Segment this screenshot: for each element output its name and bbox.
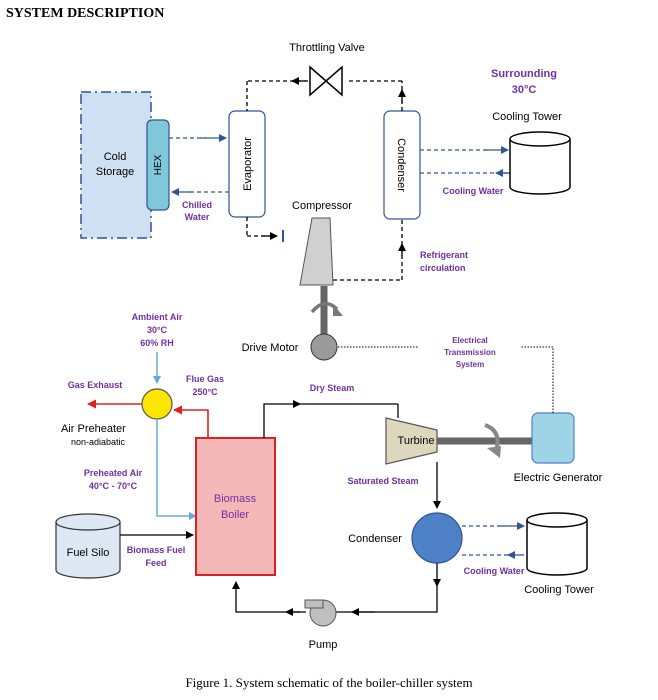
- biomass-fuel-label: Biomass Fuel: [127, 545, 186, 555]
- figure-caption: Figure 1. System schematic of the boiler…: [185, 675, 472, 690]
- drive-motor-label: Drive Motor: [242, 342, 299, 354]
- dry-steam-label: Dry Steam: [310, 383, 355, 393]
- chiller-cooling-water-loop: [420, 149, 515, 174]
- condensate-return-line: [336, 586, 438, 613]
- hex-unit: [146, 119, 170, 211]
- throttling-valve-icon: [309, 65, 343, 97]
- hex-label: HEX: [153, 154, 164, 175]
- saturated-steam-label: Saturated Steam: [347, 476, 418, 486]
- turbine-label: Turbine: [398, 435, 435, 447]
- refrigerant-label: Refrigerant: [420, 250, 468, 260]
- drive-motor-icon: [310, 333, 338, 361]
- biomass-fuel-feed-label: Feed: [145, 558, 166, 568]
- chiller-cooling-water-label: Cooling Water: [443, 186, 504, 196]
- chiller-condenser-label: Condenser: [395, 138, 407, 192]
- compressor-label: Compressor: [292, 200, 352, 212]
- boiler-cooling-water-label: Cooling Water: [464, 566, 525, 576]
- chilled-water-label: Chilled: [182, 200, 212, 210]
- ambient-air-temp-label: 30°C: [147, 325, 168, 335]
- flue-gas-line: [173, 405, 209, 438]
- biomass-boiler-unit: [195, 437, 276, 576]
- electrical-system-label: System: [456, 360, 484, 369]
- evaporator-label: Evaporator: [242, 137, 254, 191]
- flue-gas-temp-label: 250°C: [192, 387, 218, 397]
- electrical-transmission-label: Transmission: [444, 348, 496, 357]
- biomass-boiler-label-2: Boiler: [221, 509, 249, 521]
- preheated-air-label: Preheated Air: [84, 468, 143, 478]
- surrounding-label: Surrounding: [491, 68, 557, 80]
- pump-icon: [304, 599, 337, 627]
- rotation-arrow-head: [333, 304, 343, 316]
- biomass-boiler-label: Biomass: [214, 493, 257, 505]
- throttling-valve-label: Throttling Valve: [289, 42, 365, 54]
- cold-storage-label: Cold: [104, 151, 127, 163]
- preheated-air-line: [156, 419, 197, 520]
- pump-to-boiler-line: [232, 581, 306, 613]
- boiler-cooling-tower-label: Cooling Tower: [524, 584, 594, 596]
- boiler-condenser-icon: [411, 512, 463, 564]
- chiller-cooling-tower-icon: [509, 131, 571, 195]
- refrigerant-label-2: circulation: [420, 263, 466, 273]
- electric-generator-label: Electric Generator: [514, 472, 603, 484]
- pump-label: Pump: [309, 639, 338, 651]
- fuel-silo-icon: [55, 513, 121, 579]
- ambient-air-rh-label: 60% RH: [140, 338, 174, 348]
- boiler-cooling-tower-icon: [526, 512, 588, 576]
- chilled-water-loop: [169, 137, 229, 193]
- electrical-transmission-line: [520, 346, 554, 413]
- dry-steam-line: [263, 400, 301, 438]
- chiller-cooling-tower-label: Cooling Tower: [492, 111, 562, 123]
- gas-exhaust-label: Gas Exhaust: [68, 380, 123, 390]
- turbine-rotation-head: [487, 446, 501, 458]
- turbine-icon: [385, 417, 438, 465]
- air-preheater-label: Air Preheater: [61, 423, 126, 435]
- air-preheater-icon: [141, 388, 173, 420]
- chilled-water-label-2: Water: [185, 212, 210, 222]
- boiler-cooling-water-loop: [462, 525, 515, 556]
- non-adiabatic-label: non-adiabatic: [71, 437, 126, 447]
- cold-storage-label-2: Storage: [96, 166, 135, 178]
- preheated-air-temp-label: 40°C - 70°C: [89, 481, 138, 491]
- electrical-label: Electrical: [452, 336, 488, 345]
- fuel-silo-label: Fuel Silo: [67, 547, 110, 559]
- compressor-icon: [299, 217, 334, 286]
- ambient-air-label: Ambient Air: [132, 312, 183, 322]
- boiler-condenser-label: Condenser: [348, 533, 402, 545]
- electric-generator-unit: [531, 412, 575, 464]
- cold-storage-box: [80, 91, 152, 239]
- flue-gas-label: Flue Gas: [186, 374, 224, 384]
- page-title: SYSTEM DESCRIPTION: [6, 6, 164, 21]
- surrounding-temp-label: 30°C: [512, 84, 537, 96]
